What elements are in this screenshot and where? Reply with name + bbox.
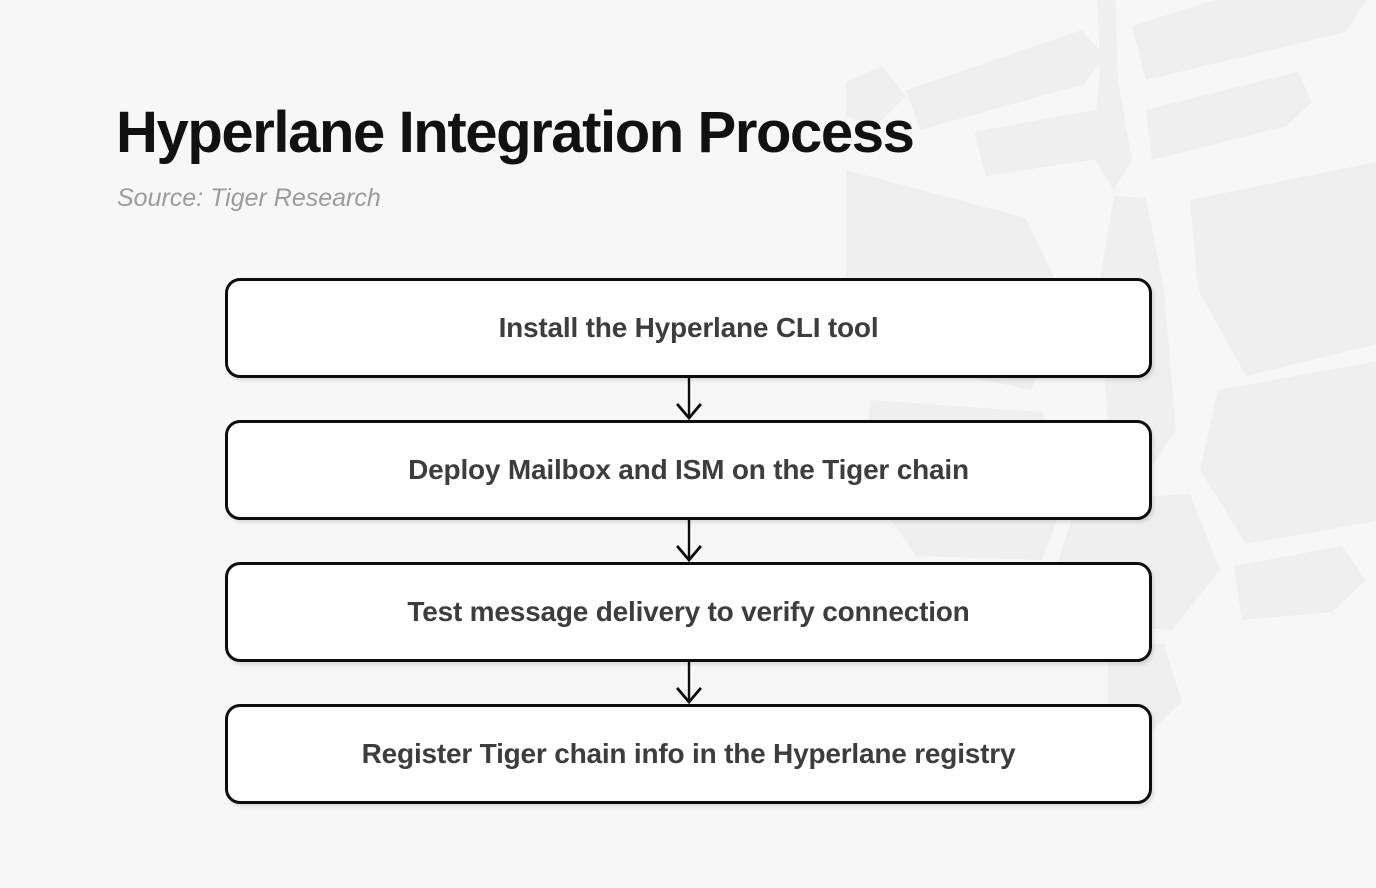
flow-connector-2-3	[225, 520, 1152, 562]
flow-step-1[interactable]: Install the Hyperlane CLI tool	[225, 278, 1152, 378]
flow-step-3-label: Test message delivery to verify connecti…	[407, 596, 970, 627]
flow-connector-1-2	[225, 378, 1152, 420]
flow-step-3[interactable]: Test message delivery to verify connecti…	[225, 562, 1152, 662]
flow-step-2[interactable]: Deploy Mailbox and ISM on the Tiger chai…	[225, 420, 1152, 520]
flow-connector-3-4	[225, 662, 1152, 704]
page-source-caption: Source: Tiger Research	[117, 184, 381, 212]
flow-step-4[interactable]: Register Tiger chain info in the Hyperla…	[225, 704, 1152, 804]
page-title: Hyperlane Integration Process	[116, 100, 915, 165]
flow-step-2-label: Deploy Mailbox and ISM on the Tiger chai…	[408, 454, 969, 485]
arrow-down-icon	[675, 662, 702, 704]
arrow-down-icon	[675, 378, 702, 420]
arrow-down-icon	[675, 520, 702, 562]
flowchart: Install the Hyperlane CLI tool Deploy Ma…	[225, 278, 1152, 804]
flow-step-4-label: Register Tiger chain info in the Hyperla…	[361, 738, 1016, 769]
flow-step-1-label: Install the Hyperlane CLI tool	[498, 312, 879, 343]
